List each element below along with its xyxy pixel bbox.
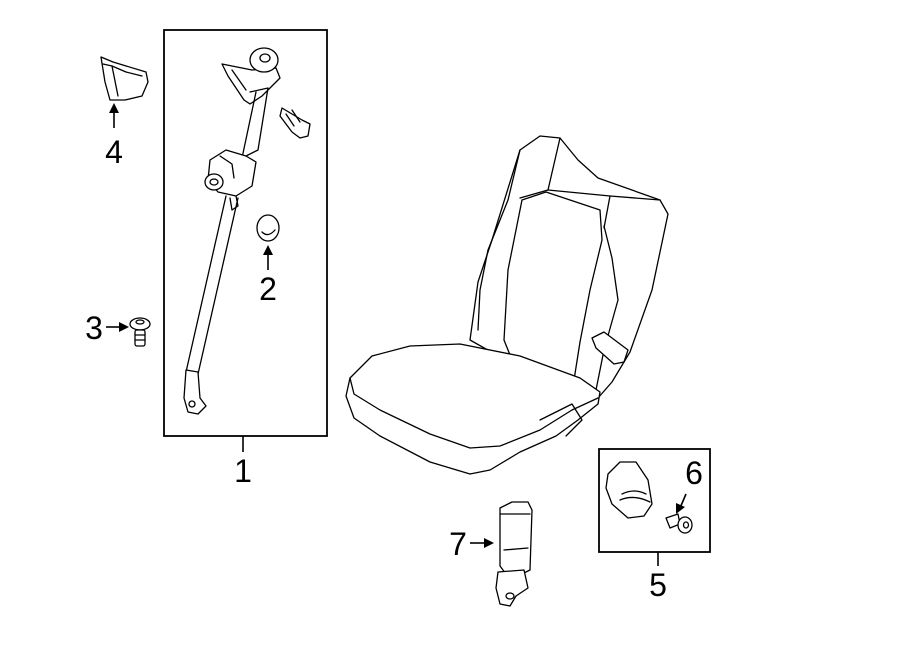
part-4-trim-cover <box>100 56 149 101</box>
seat-illustration <box>345 135 669 475</box>
part-3-bolt <box>129 317 151 347</box>
callout-label-4: 4 <box>105 134 123 170</box>
callout-label-1: 1 <box>234 453 252 489</box>
callout-7: 7 <box>449 526 494 562</box>
callout-label-3: 3 <box>85 310 103 346</box>
callout-label-5: 5 <box>649 567 667 603</box>
part-5-cover <box>605 461 653 519</box>
part-2-cap <box>256 214 280 242</box>
callout-label-6: 6 <box>685 455 703 491</box>
callout-6: 6 <box>676 455 703 514</box>
callout-label-2: 2 <box>259 271 277 307</box>
part-7-buckle <box>495 501 533 607</box>
callout-label-7: 7 <box>449 526 467 562</box>
callout-4: 4 <box>105 103 123 170</box>
callout-3: 3 <box>85 310 129 346</box>
callout-2: 2 <box>259 245 277 307</box>
part-6-screw <box>665 513 693 534</box>
part-1-seat-belt-assembly <box>183 47 311 415</box>
part-1-group-box <box>163 29 328 437</box>
part-5-group-box <box>598 448 711 553</box>
